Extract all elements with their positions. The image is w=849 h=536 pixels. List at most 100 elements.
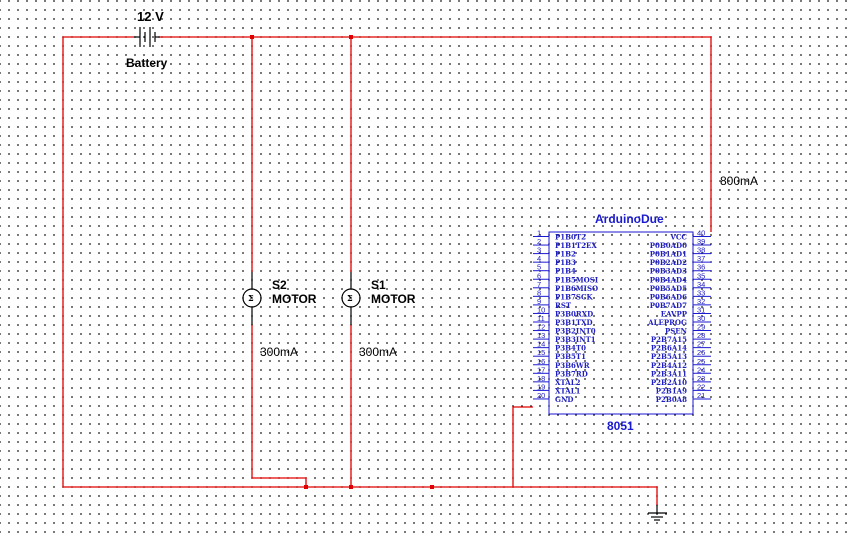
- pin-name: P2B4A12: [651, 361, 687, 370]
- pin-number: 2: [537, 237, 541, 246]
- ic-pin-left[interactable]: 19 XTAL1: [533, 382, 581, 395]
- pin-name: P2B2A10: [651, 378, 687, 387]
- pin-name: P0B2AD2: [650, 258, 687, 267]
- motor-type: MOTOR: [371, 292, 416, 306]
- wire-gnd-ic[interactable]: [512, 406, 533, 487]
- pin-number: 9: [537, 297, 541, 306]
- pin-name: P1B6MISO: [555, 284, 598, 293]
- pin-number: 30: [697, 314, 705, 323]
- wire-s2-bottom[interactable]: [251, 325, 307, 487]
- pin-number: 22: [697, 382, 705, 391]
- pin-name: P0B7AD7: [650, 301, 687, 310]
- pin-number: 36: [697, 263, 705, 272]
- supply-current-label: 800mA: [720, 174, 758, 188]
- motor-s2[interactable]: Σ S2 MOTOR 300mA: [242, 272, 317, 359]
- wire-top-left[interactable]: [62, 36, 305, 488]
- pin-number: 40: [697, 229, 705, 238]
- pin-number: 26: [697, 348, 705, 357]
- ic-body: [548, 231, 694, 415]
- junction-dot: [349, 35, 353, 39]
- pin-number: 14: [537, 340, 545, 349]
- ic-pin-left[interactable]: 14 P3B4T0: [533, 340, 586, 353]
- ic-part: 8051: [607, 419, 634, 433]
- pin-name: P2B3A11: [651, 369, 687, 378]
- pin-name: P2B6A14: [651, 344, 687, 353]
- battery[interactable]: 12 V Battery: [126, 9, 168, 70]
- pin-name: P0B1AD1: [650, 250, 687, 259]
- wire-bottom[interactable]: [305, 486, 658, 505]
- ic-pin-left[interactable]: 12 P3B2INT0: [533, 323, 596, 336]
- battery-label: Battery: [126, 56, 168, 70]
- pin-name: P3B4T0: [555, 344, 586, 353]
- wire-top-right[interactable]: [158, 36, 712, 232]
- junction-dot: [430, 485, 434, 489]
- ground-symbol[interactable]: [648, 505, 667, 521]
- motor-ref: S2: [272, 278, 287, 292]
- motor-icon: Σ: [248, 293, 254, 303]
- pin-name: P3B5T1: [555, 352, 586, 361]
- pin-number: 34: [697, 280, 705, 289]
- pin-name: P1B1T2EX: [555, 241, 597, 250]
- junctions: [250, 35, 434, 489]
- ic-pin-left[interactable]: 18 XTAL2: [533, 374, 581, 387]
- ic-pin-left[interactable]: 2 P1B1T2EX: [533, 237, 597, 250]
- ic-name: ArduinoDue: [595, 212, 664, 226]
- pin-number: 10: [537, 305, 545, 314]
- pin-name: P3B7RD: [555, 369, 588, 378]
- pin-number: 19: [537, 382, 545, 391]
- pin-name: P2B7A15: [651, 335, 687, 344]
- pin-number: 12: [537, 323, 545, 332]
- motor-current: 300mA: [260, 345, 298, 359]
- pin-number: 18: [537, 374, 545, 383]
- pin-name: XTAL2: [555, 378, 581, 387]
- pin-number: 29: [697, 323, 705, 332]
- motor-s1[interactable]: Σ S1 MOTOR 300mA: [341, 272, 416, 359]
- pin-number: 27: [697, 340, 705, 349]
- pin-name: P3B2INT0: [555, 327, 596, 336]
- ic-pin-right[interactable]: 27 P2B6A14: [651, 340, 711, 353]
- pin-number: 4: [537, 254, 541, 263]
- pin-name: XTAL1: [555, 386, 581, 395]
- pin-number: 15: [537, 348, 545, 357]
- motor-icon: Σ: [347, 293, 353, 303]
- ic-pin-left[interactable]: 15 P3B5T1: [533, 348, 586, 361]
- motor-current: 300mA: [359, 345, 397, 359]
- pin-number: 35: [697, 271, 705, 280]
